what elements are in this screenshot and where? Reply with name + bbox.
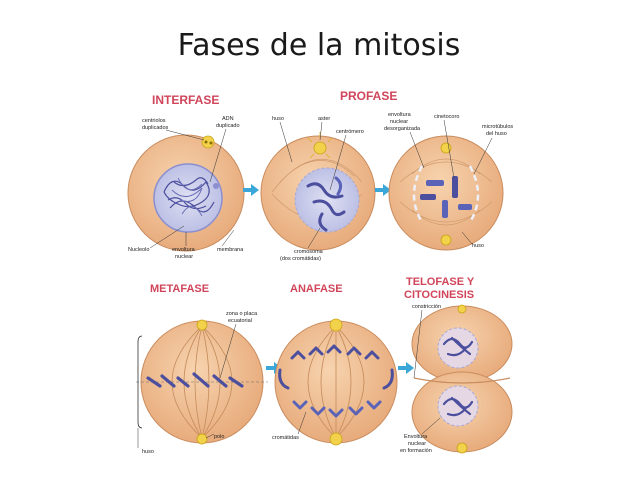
label-centromero: centrómero	[336, 129, 364, 135]
bracket	[137, 335, 143, 429]
centrosome-icon	[456, 304, 468, 454]
label-aster: aster	[318, 116, 330, 122]
heading-interfase: INTERFASE	[152, 93, 219, 107]
arrow-icon	[398, 362, 414, 374]
centrosome-icon	[307, 132, 333, 159]
label-huso-metafase: huso	[142, 449, 154, 455]
mitosis-diagram: INTERFASE PROFASE centriolos duplicados …	[122, 82, 520, 464]
label-cinetocoro: cinetocoro	[434, 114, 459, 120]
cell-profase	[260, 132, 376, 251]
label-ecuatorial: ecuatorial	[228, 318, 252, 324]
label-desorganizada: desorganizada	[384, 126, 421, 132]
label-envoltura: envoltura	[172, 247, 196, 253]
heading-metafase: METAFASE	[150, 283, 209, 295]
cell-metafase	[136, 319, 268, 445]
label-adn-duplicado: duplicado	[216, 123, 240, 129]
centrosome-icon	[201, 135, 215, 149]
cell-interfase	[127, 134, 245, 252]
arrow-icon	[375, 184, 391, 196]
label-envoltura-desorg: envoltura	[388, 112, 412, 118]
label-polo: polo	[214, 434, 224, 440]
label-en-formacion: en formación	[400, 448, 432, 454]
label-huso-profase: huso	[272, 116, 284, 122]
label-dos-cromatidas: (dos cromátidas)	[280, 256, 321, 262]
heading-citocinesis: CITOCINESIS	[404, 289, 474, 301]
cell-prometafase	[388, 135, 504, 251]
label-membrana: membrana	[217, 247, 244, 253]
label-cromatidas: cromátidas	[272, 435, 299, 441]
label-nucleolo: Nucleolo	[128, 247, 149, 253]
heading-anafase: ANAFASE	[290, 283, 343, 295]
label-cromosoma: cromosoma	[294, 249, 324, 255]
cell-anafase	[274, 318, 398, 446]
centrosome-icon	[329, 318, 343, 446]
label-constriccion: constricción	[412, 304, 441, 310]
heading-telofase: TELOFASE Y	[406, 276, 475, 288]
nucleus	[153, 163, 223, 233]
centrosome-icon	[196, 319, 208, 445]
label-envoltura-formacion: Envoltura	[404, 434, 428, 440]
label-huso-prometafase: huso	[472, 243, 484, 249]
heading-profase: PROFASE	[340, 89, 397, 103]
label-zona: zona o placa	[226, 311, 258, 317]
label-nuclear: nuclear	[175, 254, 193, 260]
slide-title: Fases de la mitosis	[177, 28, 461, 63]
label-duplicados: duplicados	[142, 125, 169, 131]
label-nuclear-desorg: nuclear	[390, 119, 408, 125]
label-del-huso: del huso	[486, 131, 507, 137]
label-centriolos: centriolos	[142, 118, 166, 124]
label-adn: ADN	[222, 116, 234, 122]
arrow-icon	[243, 184, 259, 196]
label-nuclear-formacion: nuclear	[408, 441, 426, 447]
centrosome-icon	[440, 142, 452, 246]
cell-telofase	[411, 304, 513, 454]
mitosis-figure: INTERFASE PROFASE centriolos duplicados …	[127, 89, 513, 455]
label-microtubulos: microtúbulos	[482, 124, 513, 130]
